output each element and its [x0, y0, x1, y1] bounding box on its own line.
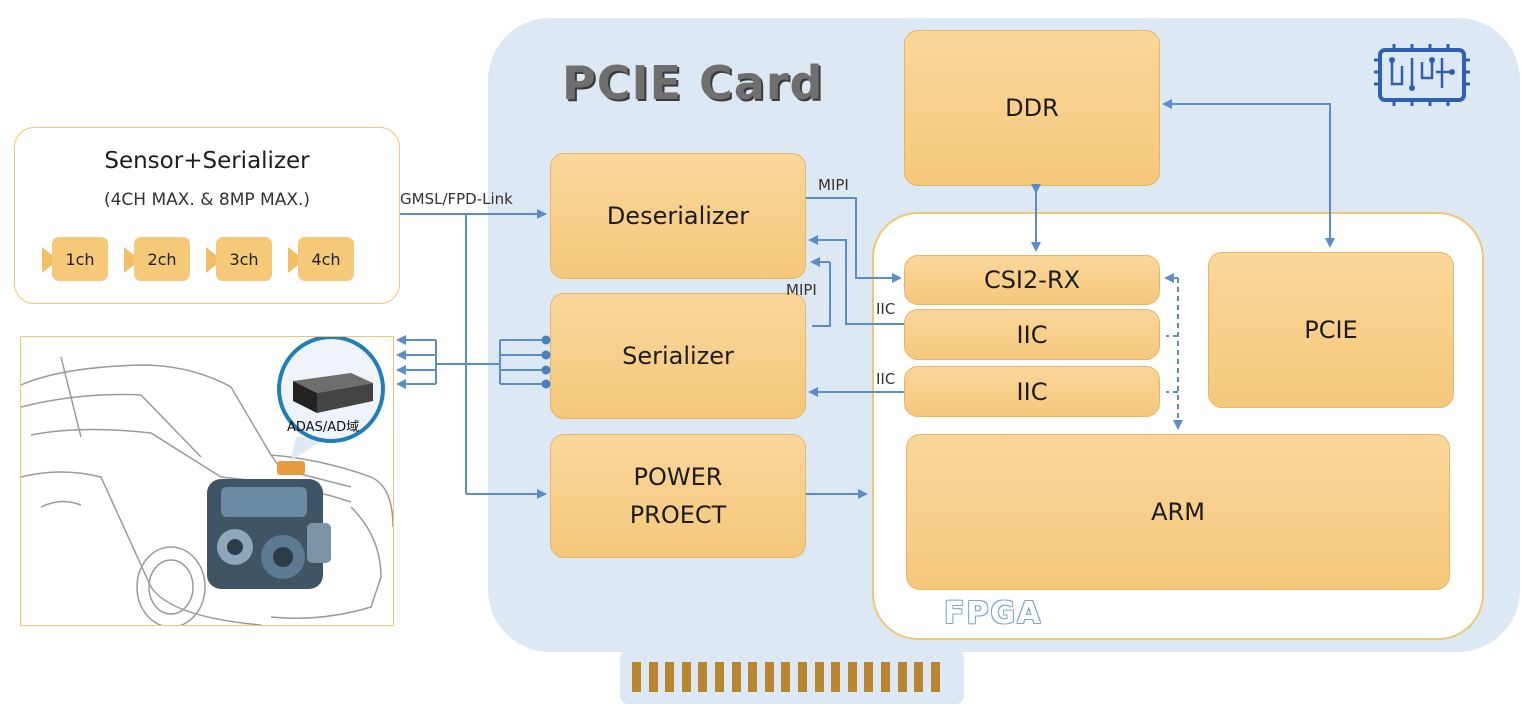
- deserializer-block: Deserializer: [550, 153, 806, 279]
- iic-label-1: IIC: [1016, 320, 1048, 349]
- connector-pin: [632, 662, 641, 692]
- car-drawing-icon: [21, 337, 393, 625]
- car-illustration: ADAS/AD域: [20, 336, 394, 626]
- iic-block-1: IIC: [904, 309, 1160, 360]
- chip-icon: [1374, 44, 1470, 106]
- connector-pin: [831, 662, 841, 692]
- connector-pin: [914, 662, 924, 692]
- ecu-marker-icon: [277, 461, 305, 475]
- connector-pin: [764, 662, 774, 692]
- pcie-label: PCIE: [1304, 316, 1358, 344]
- power-label-line2: PROECT: [629, 501, 727, 529]
- csi2rx-block: CSI2-RX: [904, 255, 1160, 305]
- link-label: GMSL/FPD-Link: [400, 190, 513, 208]
- iic-label-2: IIC: [1016, 377, 1048, 406]
- mipi-label-mid: MIPI: [786, 281, 817, 299]
- serializer-label: Serializer: [622, 342, 734, 370]
- deserializer-label: Deserializer: [606, 202, 750, 230]
- pcie-block: PCIE: [1208, 252, 1454, 408]
- channel-label: 4ch: [298, 237, 354, 281]
- connector-pin: [648, 662, 658, 692]
- mipi-label-top: MIPI: [818, 176, 849, 194]
- connector-pin: [798, 662, 807, 692]
- engine-icon: [207, 479, 331, 589]
- iic-block-2: IIC: [904, 366, 1160, 417]
- power-protect-block: POWER PROECT: [550, 434, 806, 558]
- channel-1: 1ch: [42, 237, 108, 281]
- connector-pin: [847, 662, 857, 692]
- serializer-block: Serializer: [550, 293, 806, 419]
- connector-pin: [781, 662, 791, 692]
- power-label-line1: POWER: [633, 463, 723, 491]
- pcie-card-title: PCIE Card: [562, 56, 824, 110]
- connector-pin: [748, 662, 758, 692]
- ddr-block: DDR: [904, 30, 1160, 186]
- connector-pin: [681, 662, 691, 692]
- iic-label-top: IIC: [876, 300, 896, 318]
- arm-block: ARM: [906, 434, 1450, 590]
- connector-pin: [881, 662, 890, 692]
- channel-2: 2ch: [124, 237, 190, 281]
- channel-label: 3ch: [216, 237, 272, 281]
- connector-pin: [897, 662, 907, 692]
- ddr-label: DDR: [1005, 94, 1059, 122]
- sensor-subtitle: (4CH MAX. & 8MP MAX.): [103, 190, 311, 210]
- connector-pin: [665, 662, 675, 692]
- connector-pin: [930, 662, 940, 692]
- connector-pin: [731, 662, 741, 692]
- connector-pin: [698, 662, 708, 692]
- connector-pin: [864, 662, 874, 692]
- sensor-title: Sensor+Serializer: [104, 148, 310, 174]
- csi2rx-label: CSI2-RX: [983, 266, 1081, 294]
- channel-4: 4ch: [288, 237, 354, 281]
- ecu-box-icon: [293, 373, 373, 413]
- connector-pin: [715, 662, 724, 692]
- adas-label: ADAS/AD域: [287, 420, 360, 435]
- channel-label: 2ch: [134, 237, 190, 281]
- fpga-label: FPGA: [944, 596, 1043, 631]
- arm-label: ARM: [1151, 498, 1205, 526]
- connector-pins: [620, 650, 964, 704]
- connector-pin: [814, 662, 824, 692]
- channel-label: 1ch: [52, 237, 108, 281]
- channel-3: 3ch: [206, 237, 272, 281]
- iic-label-bottom: IIC: [876, 370, 896, 388]
